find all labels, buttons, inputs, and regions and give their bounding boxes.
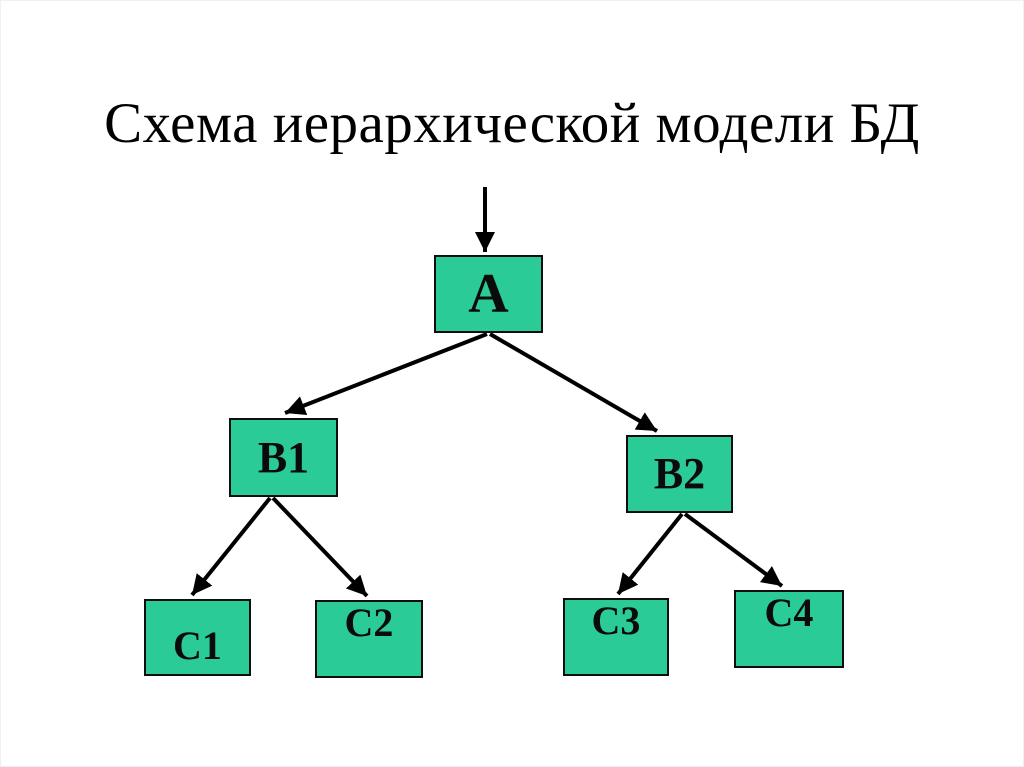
node-C3: C3: [563, 598, 669, 676]
node-C1: C1: [144, 599, 251, 676]
node-label-B2: B2: [653, 449, 706, 498]
node-B2: B2: [626, 435, 733, 513]
edge-A-B2: [488, 332, 659, 433]
node-label-C3: C3: [591, 598, 641, 643]
node-label-C2: C2: [344, 600, 394, 645]
node-C2: C2: [315, 600, 423, 678]
node-label-C1: C1: [173, 622, 222, 668]
node-A: A: [434, 255, 543, 333]
node-B1: B1: [229, 418, 338, 497]
slide-title: Схема иерархической модели БД: [104, 92, 920, 155]
edge-B2-C3: [616, 512, 684, 596]
node-label-A: A: [468, 263, 509, 325]
edge-B1-C2: [271, 496, 369, 598]
node-label-B1: B1: [257, 432, 310, 482]
edge-A-B1: [284, 332, 488, 416]
node-label-C4: C4: [764, 590, 814, 635]
node-C4: C4: [734, 590, 844, 668]
edge-B2-C4: [683, 512, 784, 588]
edge-B1-C1: [190, 496, 272, 597]
